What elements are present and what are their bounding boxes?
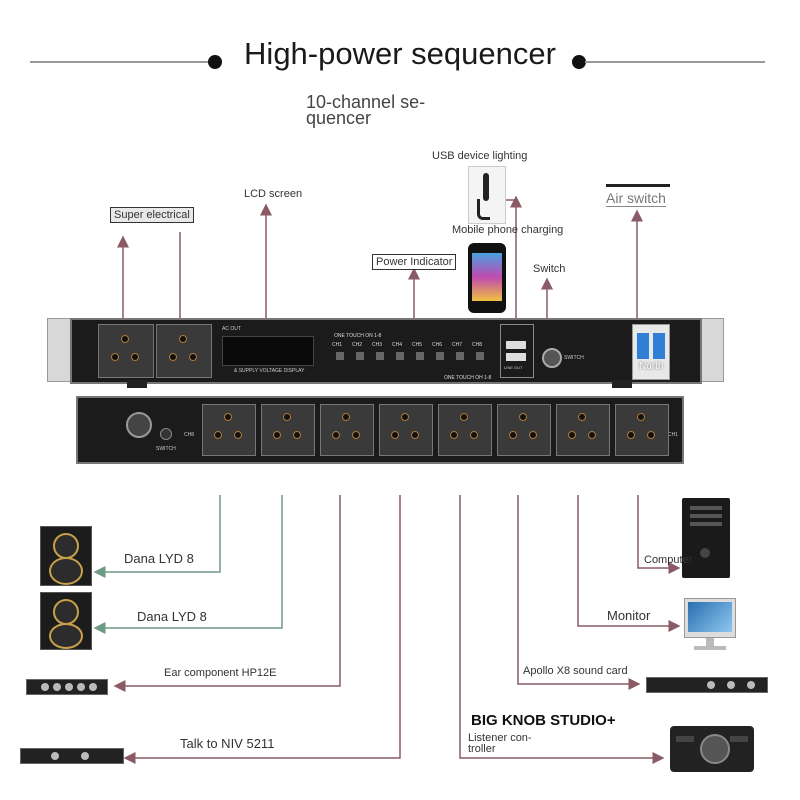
air-switch-label: Air switch: [606, 190, 666, 207]
listener-label: Listener con- troller: [468, 732, 532, 755]
air-switch-bar: [606, 184, 670, 187]
breaker-label: North: [639, 361, 664, 372]
mobile-charging-label: Mobile phone charging: [452, 224, 564, 236]
air-breaker[interactable]: North: [632, 324, 670, 380]
wire-apollo: [517, 495, 641, 690]
power-switch-button[interactable]: [542, 348, 562, 368]
monitor-label: Monitor: [607, 608, 651, 623]
subtitle: 10-channel se- quencer: [306, 92, 426, 128]
channel-2[interactable]: CH2: [352, 342, 370, 370]
talk-to-label: Talk to NIV 5211: [180, 736, 275, 751]
channel-led: [476, 352, 484, 360]
talk-device: [20, 748, 124, 764]
power-cable-inlet: [126, 412, 152, 438]
apollo-device: [646, 677, 768, 693]
rack-foot-left: [127, 380, 147, 388]
apollo-label: Apollo X8 sound card: [523, 665, 628, 677]
channel-8[interactable]: CH8: [472, 342, 490, 370]
usb-lighting-label: USB device lighting: [432, 150, 528, 162]
wire-dana1: [93, 495, 221, 578]
monitor-device: [684, 598, 736, 654]
channel-label: CH6: [432, 342, 443, 348]
channel-6[interactable]: CH6: [432, 342, 450, 370]
rear-socket-2: [261, 404, 315, 456]
front-socket-2: [156, 324, 212, 378]
wire-monitor: [577, 495, 681, 632]
channel-label: CH5: [412, 342, 423, 348]
title-dot-left: [208, 55, 222, 69]
ear-component-device: [26, 679, 108, 695]
computer-tower: [682, 498, 730, 578]
wire-ear: [113, 495, 341, 692]
ear-component-label: Ear component HP12E: [164, 667, 277, 679]
rear-ch1-label: CH1: [668, 432, 679, 438]
switch-panel-label: SWITCH: [564, 355, 584, 361]
title-line-right: [585, 61, 765, 63]
ac-out-label: AC OUT: [222, 326, 241, 332]
rear-switch-label: SWITCH: [156, 446, 176, 452]
big-knob-label: BIG KNOB STUDIO+: [471, 712, 616, 729]
channel-1[interactable]: CH1: [332, 342, 350, 370]
usb-label: LINE OUT: [504, 365, 523, 370]
wire-computer: [637, 495, 681, 574]
rear-ch8-label: CH8: [184, 432, 195, 438]
channel-label: CH1: [332, 342, 343, 348]
page-title: High-power sequencer: [244, 36, 556, 71]
channel-5[interactable]: CH5: [412, 342, 430, 370]
sequencer-front-panel: AC OUT & SUPPLY VOLTAGE DISPLAY ONE TOUC…: [70, 318, 702, 384]
channel-label: CH7: [452, 342, 463, 348]
speaker-2: [40, 592, 92, 650]
channel-3[interactable]: CH3: [372, 342, 390, 370]
lcd-screen-label: LCD screen: [244, 188, 303, 200]
channel-led: [356, 352, 364, 360]
power-indicator-label: Power Indicator: [372, 254, 457, 270]
lcd-display: [222, 336, 314, 366]
channel-buttons: CH1 CH2 CH3 CH4 CH5 CH6 CH7 CH8: [332, 342, 492, 372]
dana2-label: Dana LYD 8: [137, 609, 207, 624]
channel-label: CH8: [472, 342, 483, 348]
channel-4[interactable]: CH4: [392, 342, 410, 370]
rear-socket-8: [615, 404, 669, 456]
rear-socket-5: [438, 404, 492, 456]
title-line-left: [30, 61, 215, 63]
one-touch-bottom: ONE TOUCH OH 1-8: [444, 375, 492, 381]
channel-7[interactable]: CH7: [452, 342, 470, 370]
channel-led: [376, 352, 384, 360]
channel-label: CH3: [372, 342, 383, 348]
rear-socket-3: [320, 404, 374, 456]
speaker-1: [40, 526, 92, 586]
super-electrical-label: Super electrical appli-: [110, 207, 194, 223]
wire-dana2: [93, 495, 283, 634]
computer-label: Computer: [644, 554, 693, 566]
usb-lamp-icon: [468, 166, 506, 224]
rear-socket-1: [202, 404, 256, 456]
channel-led: [456, 352, 464, 360]
dana1-label: Dana LYD 8: [124, 551, 194, 566]
usb-ports: LINE OUT: [500, 324, 534, 378]
rear-socket-6: [497, 404, 551, 456]
rear-sockets: [202, 404, 669, 456]
wire-talk: [123, 495, 401, 764]
channel-label: CH2: [352, 342, 363, 348]
channel-led: [416, 352, 424, 360]
rear-fuse: [160, 428, 172, 440]
channel-label: CH4: [392, 342, 403, 348]
title-dot-right: [572, 55, 586, 69]
wire-big-knob: [459, 495, 665, 764]
rear-socket-7: [556, 404, 610, 456]
one-touch-top: ONE TOUCH ON 1-8: [334, 333, 382, 339]
channel-led: [336, 352, 344, 360]
channel-led: [436, 352, 444, 360]
rack-foot-right: [612, 380, 632, 388]
mobile-phone-icon: [468, 243, 506, 313]
voltage-display-label: & SUPPLY VOLTAGE DISPLAY: [234, 368, 305, 374]
channel-led: [396, 352, 404, 360]
big-knob-device: [670, 726, 754, 772]
rear-socket-4: [379, 404, 433, 456]
front-socket-1: [98, 324, 154, 378]
sequencer-rear-panel: SWITCH CH8 CH1: [76, 396, 684, 464]
switch-label: Switch: [533, 263, 566, 275]
